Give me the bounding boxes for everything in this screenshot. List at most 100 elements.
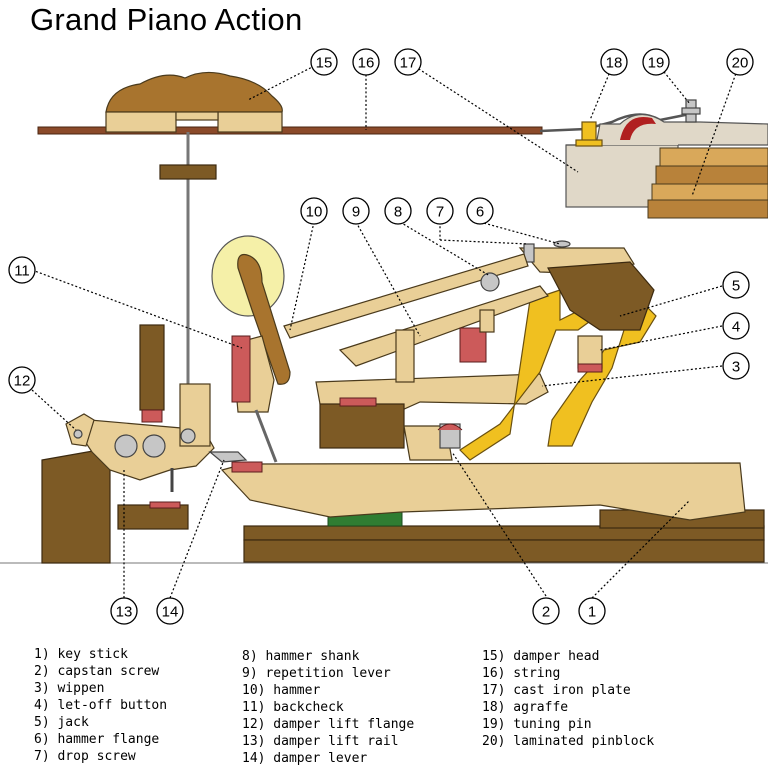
svg-text:9: 9 xyxy=(352,204,360,221)
legend-item: 3) wippen xyxy=(34,681,105,696)
damper-lift-rail-block xyxy=(117,504,189,530)
legend-item: 11) backcheck xyxy=(242,700,344,715)
svg-text:19: 19 xyxy=(648,55,665,72)
agraffe-base xyxy=(575,139,603,147)
hammer-rail-block xyxy=(547,261,655,331)
svg-text:10: 10 xyxy=(306,204,323,221)
damper-lift-bolt-1 xyxy=(114,434,138,458)
callout-7: 7 xyxy=(426,197,454,225)
capstan-cap xyxy=(437,423,463,431)
callout-10: 10 xyxy=(300,197,328,225)
svg-text:6: 6 xyxy=(476,204,484,221)
damper-felt-right xyxy=(217,111,283,133)
damper-lift-flange-pin xyxy=(73,429,83,439)
callout-8: 8 xyxy=(384,197,412,225)
svg-text:3: 3 xyxy=(732,359,740,376)
diagram-title: Grand Piano Action xyxy=(30,2,303,37)
legend-item: 10) hammer xyxy=(242,683,321,698)
pinblock-layer-1 xyxy=(659,147,768,167)
hammer-flange-screw xyxy=(553,240,571,248)
svg-text:17: 17 xyxy=(400,55,417,72)
legend-item: 15) damper head xyxy=(482,649,600,664)
legend-item: 14) damper lever xyxy=(242,751,368,766)
svg-text:8: 8 xyxy=(394,204,402,221)
pinblock-layer-4 xyxy=(647,199,768,219)
drop-screw-shape xyxy=(523,243,535,263)
legend-column-1: 1) key stick 2) capstan screw 3) wippen … xyxy=(34,646,167,765)
plate-top xyxy=(566,113,768,146)
legend-item: 4) let-off button xyxy=(34,698,168,713)
callout-2: 2 xyxy=(532,597,560,625)
svg-text:11: 11 xyxy=(14,263,30,280)
callout-9: 9 xyxy=(342,197,370,225)
svg-text:15: 15 xyxy=(316,55,333,72)
let-off-felt xyxy=(577,363,603,373)
callout-14: 14 xyxy=(156,597,184,625)
svg-text:1: 1 xyxy=(588,604,596,621)
legend-item: 5) jack xyxy=(34,715,89,730)
callout-16: 16 xyxy=(352,48,380,76)
let-off-button-shape xyxy=(577,335,603,369)
legend-item: 2) capstan screw xyxy=(34,664,160,679)
svg-text:18: 18 xyxy=(606,55,623,72)
callout-11: 11 xyxy=(8,256,36,284)
legend-column-2: 8) hammer shank 9) repetition lever 10) … xyxy=(242,648,414,767)
key-front-felt xyxy=(231,461,263,473)
svg-text:12: 12 xyxy=(14,373,31,390)
callout-5: 5 xyxy=(722,271,750,299)
legend-item: 8) hammer shank xyxy=(242,649,360,664)
legend-item: 1) key stick xyxy=(34,647,128,662)
hammer-head-shape xyxy=(237,253,291,385)
wippen-cushion xyxy=(319,403,405,449)
callout-17: 17 xyxy=(394,48,422,76)
callout-6: 6 xyxy=(466,197,494,225)
callout-19: 19 xyxy=(642,48,670,76)
front-rail-block xyxy=(41,447,111,564)
leader-lines xyxy=(31,61,741,599)
hammer-shank-shape xyxy=(283,253,529,339)
callout-4: 4 xyxy=(722,312,750,340)
damper-rail-felt xyxy=(149,501,181,509)
wippen-felt xyxy=(339,397,377,407)
felt-strip xyxy=(620,116,656,140)
keybed-plank xyxy=(243,539,765,563)
legend-item: 7) drop screw xyxy=(34,749,136,764)
legend-item: 19) tuning pin xyxy=(482,717,592,732)
backcheck-felt xyxy=(231,335,251,403)
legend-item: 18) agraffe xyxy=(482,700,569,715)
svg-text:7: 7 xyxy=(436,204,444,221)
svg-text:16: 16 xyxy=(358,55,375,72)
svg-text:14: 14 xyxy=(162,604,179,621)
repetition-felt xyxy=(459,327,487,363)
repetition-post xyxy=(395,329,415,383)
damper-felt-mid xyxy=(175,111,219,121)
svg-text:4: 4 xyxy=(732,319,740,336)
damper-spoon xyxy=(208,451,248,463)
damper-felt-left xyxy=(105,111,177,133)
key-stick-shape xyxy=(220,462,746,521)
callout-20: 20 xyxy=(726,48,754,76)
pinblock-layer-3 xyxy=(651,183,768,201)
legend-item: 20) laminated pinblock xyxy=(482,734,655,749)
damper-head-shape xyxy=(105,71,283,113)
damper-underlever-felt xyxy=(141,409,163,423)
callout-13: 13 xyxy=(110,597,138,625)
repetition-lever-shape xyxy=(338,285,549,367)
legend-item: 12) damper lift flange xyxy=(242,717,415,732)
legend-item: 17) cast iron plate xyxy=(482,683,631,698)
legend-item: 13) damper lift rail xyxy=(242,734,399,749)
damper-guide-rail xyxy=(159,164,217,180)
damper-lever-pivot xyxy=(180,428,196,444)
damper-underlever-block xyxy=(139,324,165,411)
callout-1: 1 xyxy=(578,597,606,625)
svg-text:5: 5 xyxy=(732,278,740,295)
callout-18: 18 xyxy=(600,48,628,76)
pinblock-layer-2 xyxy=(655,165,768,185)
legend-item: 6) hammer flange xyxy=(34,732,160,747)
svg-text:13: 13 xyxy=(116,604,133,621)
damper-lift-bolt-2 xyxy=(142,434,166,458)
repetition-spring-block xyxy=(479,309,495,333)
callout-15: 15 xyxy=(310,48,338,76)
tuning-pin-coil xyxy=(681,107,701,115)
